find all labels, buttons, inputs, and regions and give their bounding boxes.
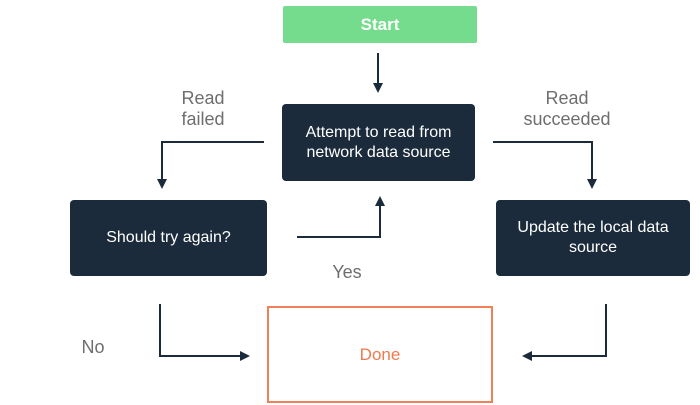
arrow-update-to-done bbox=[522, 304, 607, 361]
start-node: Start bbox=[283, 6, 477, 43]
done-node-label: Done bbox=[359, 344, 401, 364]
arrow-read-failed bbox=[157, 141, 264, 189]
read-succeeded-label: Read succeeded bbox=[523, 88, 611, 129]
update-local-node-label: Update the local data source bbox=[517, 219, 669, 256]
should-try-again-node-label: Should try again? bbox=[106, 229, 231, 246]
start-node-label: Start bbox=[360, 14, 400, 34]
arrow-yes bbox=[297, 196, 385, 238]
attempt-read-node: Attempt to read from network data source bbox=[282, 104, 475, 181]
update-local-node: Update the local data source bbox=[496, 200, 690, 276]
arrow-no bbox=[159, 304, 250, 361]
arrow-read-succeeded bbox=[493, 141, 597, 189]
read-failed-label: Read failed bbox=[181, 88, 225, 129]
no-label: No bbox=[81, 337, 105, 357]
done-node: Done bbox=[267, 306, 493, 403]
yes-label: Yes bbox=[332, 262, 362, 282]
attempt-read-node-label: Attempt to read from network data source bbox=[305, 123, 452, 161]
should-try-again-node: Should try again? bbox=[70, 200, 267, 276]
